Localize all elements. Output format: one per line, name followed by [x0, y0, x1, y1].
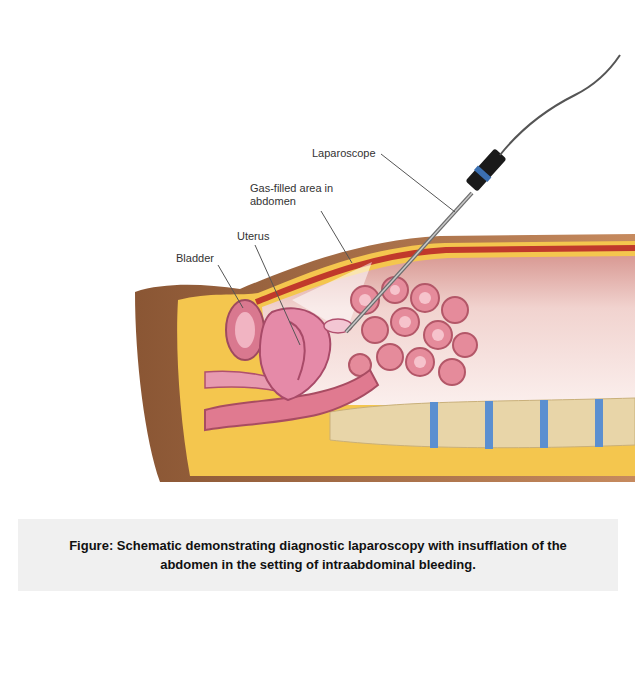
caption-band [18, 519, 618, 591]
part-label: Bladder [176, 252, 214, 265]
figure-caption: Figure: Schematic demonstrating diagnost… [40, 536, 596, 574]
part-label: Laparoscope [312, 147, 376, 160]
part-label: Uterus [237, 230, 269, 243]
part-label: Gas-filled area in abdomen [250, 182, 338, 208]
